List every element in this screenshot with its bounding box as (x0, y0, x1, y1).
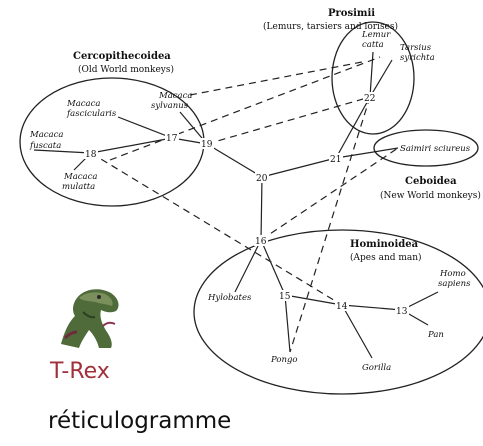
node-labels: 22 17 19 18 21 20 16 15 14 13 (84, 92, 409, 317)
node-15: 15 (279, 292, 291, 302)
ceboidea-oval (373, 129, 479, 167)
prosimii-subtitle: (Lemurs, tarsiers and lorises) (263, 21, 398, 32)
taxon-macaca-mulatta-genus: Macaca (63, 172, 97, 182)
node-14: 14 (336, 302, 348, 312)
node-17: 17 (166, 134, 178, 144)
t-rex-thumbnail (55, 282, 127, 350)
taxon-pan: Pan (427, 330, 444, 340)
taxon-macaca-sylvanus-species: sylvanus (151, 101, 189, 111)
taxon-homo-species: sapiens (438, 279, 471, 289)
node-19: 19 (201, 140, 213, 150)
cercopithecoidea-title: Cercopithecoidea (73, 51, 171, 62)
taxon-macaca-mulatta-species: mulatta (62, 182, 95, 192)
node-16: 16 (255, 237, 267, 247)
taxon-lemur-species: catta (362, 40, 384, 50)
hominoidea-subtitle: (Apes and man) (350, 252, 422, 263)
ceboidea-title: Ceboidea (405, 176, 457, 187)
prosimii-title: Prosimii (328, 8, 375, 19)
footer-label: réticulogramme (48, 408, 232, 434)
t-rex-caption: T-Rex (50, 359, 110, 384)
taxon-macaca-fascicularis-species: fascicularis (66, 109, 117, 119)
taxon-macaca-fuscata-species: fuscata (29, 141, 61, 151)
node-18: 18 (85, 150, 97, 160)
hominoidea-oval (193, 229, 483, 395)
taxon-homo-genus: Homo (439, 269, 466, 279)
node-13: 13 (396, 307, 408, 317)
hominoidea-title: Hominoidea (350, 239, 419, 250)
taxon-saimiri: Saimiri sciureus (400, 144, 471, 154)
taxon-macaca-fascicularis-genus: Macaca (66, 99, 100, 109)
taxon-lemur-genus: Lemur (361, 30, 391, 40)
node-21: 21 (330, 155, 341, 165)
cercopithecoidea-subtitle: (Old World monkeys) (78, 64, 174, 75)
prosimii-oval (331, 21, 415, 135)
taxon-gorilla: Gorilla (362, 363, 391, 373)
ceboidea-subtitle: (New World monkeys) (380, 190, 481, 201)
node-22: 22 (364, 94, 375, 104)
taxon-pongo: Pongo (270, 355, 298, 365)
taxon-hylobates: Hylobates (207, 293, 252, 303)
node-20: 20 (256, 174, 268, 184)
reticulation-edges (90, 56, 399, 353)
taxon-tarsius-genus: Tarsius (400, 43, 432, 53)
taxon-macaca-sylvanus-genus: Macaca (158, 91, 192, 101)
taxon-macaca-fuscata-genus: Macaca (29, 130, 63, 140)
taxon-tarsius-species: syrichta (400, 53, 435, 63)
